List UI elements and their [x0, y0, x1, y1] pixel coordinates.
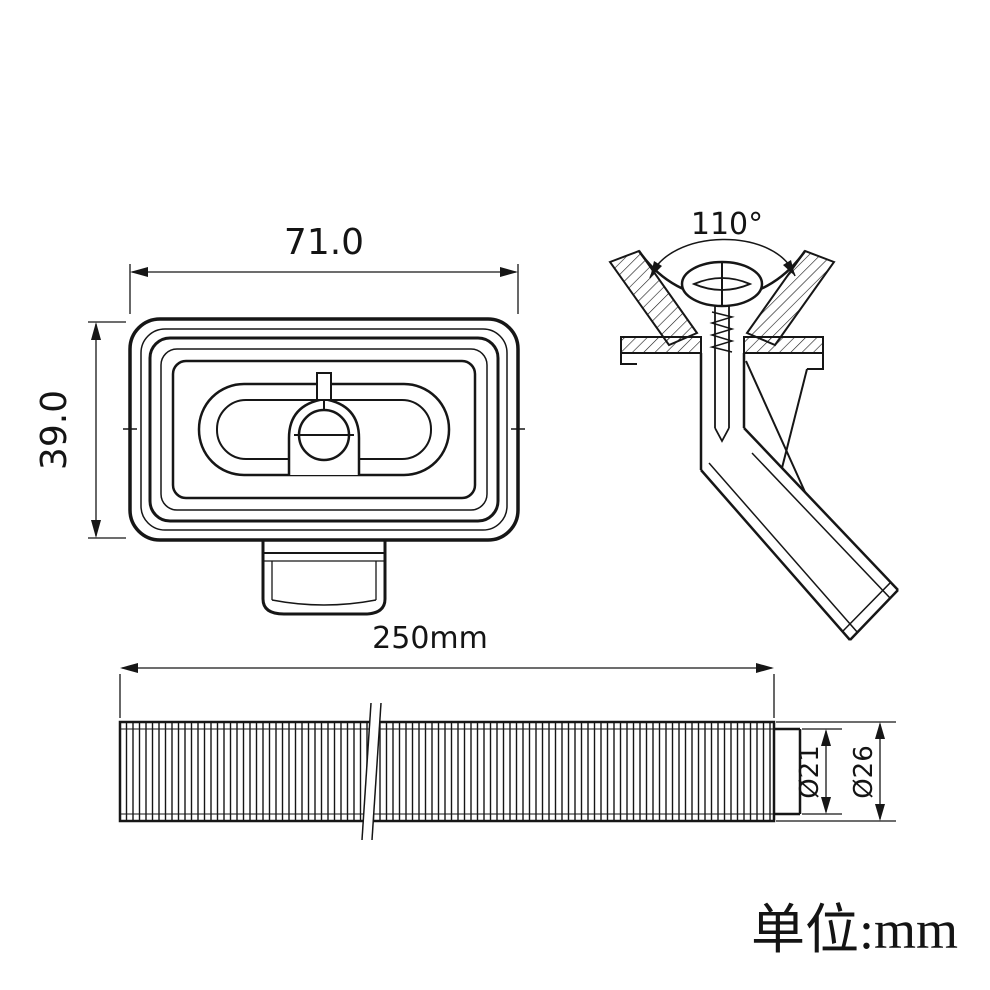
front-outlet-cylinder [261, 540, 387, 616]
hose-length-label: 250mm [372, 621, 488, 656]
inner-diameter-label: Ø21 [795, 745, 825, 799]
arrow-down-icon [91, 520, 101, 538]
side-body-pipe [699, 353, 899, 641]
spring-icon [709, 311, 735, 353]
arrow-up-icon [91, 322, 101, 340]
screw-tab [316, 372, 332, 401]
unit-label: 单位:mm [751, 900, 958, 960]
front-screw-boss [287, 372, 361, 475]
dim-front-height: 39.0 [34, 321, 126, 539]
arrow-right-icon [500, 267, 518, 277]
break-line-icon [362, 703, 381, 840]
funnel-section [608, 249, 836, 370]
front-body-plates [123, 317, 525, 542]
hose-view: 250mm Ø21 [118, 621, 896, 841]
arrow-up-icon [821, 729, 831, 746]
dim-hose-length: 250mm [119, 621, 775, 718]
dim-front-width: 71.0 [129, 222, 519, 314]
dim-outer-diameter: Ø26 [776, 721, 896, 822]
side-view: 110° [608, 207, 899, 641]
arrow-down-icon [875, 804, 885, 821]
dim-inner-diameter: Ø21 [795, 728, 842, 815]
side-screw [680, 260, 764, 443]
hose-body [118, 702, 802, 841]
angle-label: 110° [691, 207, 763, 242]
front-height-label: 39.0 [34, 390, 75, 470]
arrow-up-icon [875, 722, 885, 739]
arrow-left-icon [130, 267, 148, 277]
arrow-down-icon [821, 797, 831, 814]
front-view: 71.0 39.0 [34, 222, 525, 616]
front-width-label: 71.0 [284, 222, 364, 263]
outer-diameter-label: Ø26 [849, 745, 879, 799]
arrow-right-icon [756, 663, 774, 673]
arrow-left-icon [120, 663, 138, 673]
